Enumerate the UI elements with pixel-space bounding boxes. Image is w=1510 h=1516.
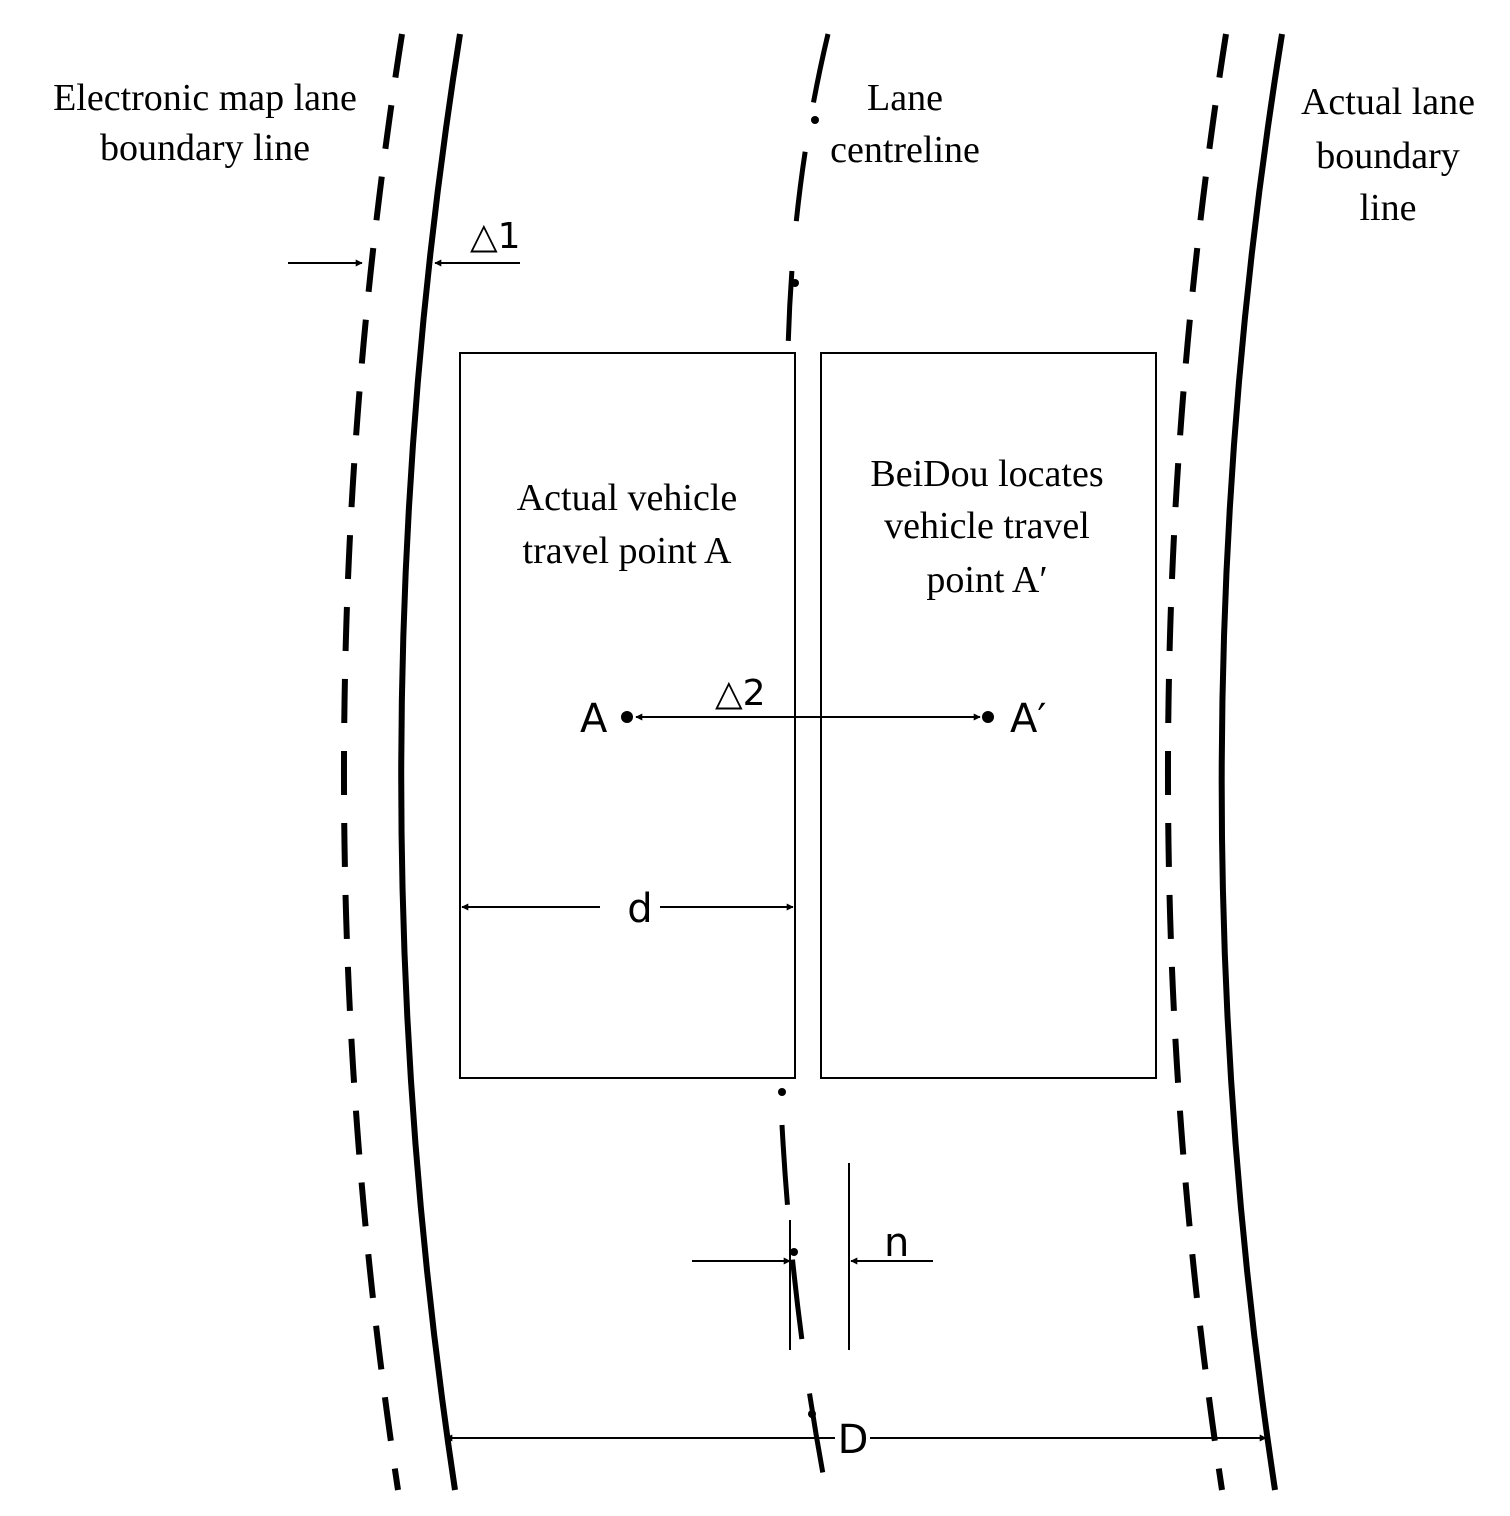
left-map-boundary-dashed-line (340, 33, 405, 1491)
n-label: n (884, 1220, 909, 1266)
point-a-prime-label: A′ (1010, 696, 1046, 742)
centreline-dot (808, 1410, 816, 1418)
centreline-dot (811, 116, 819, 124)
delta1-label: △1 (470, 216, 521, 257)
right-actual-boundary-line (1218, 33, 1285, 1491)
point-a-label: A (580, 696, 608, 742)
centreline-dot (790, 1248, 798, 1256)
beidou-label-line2: vehicle travel (884, 505, 1090, 547)
centreline-label-line1: Lane (867, 77, 943, 119)
actual-vehicle-label-line1: Actual vehicle (517, 477, 738, 519)
centreline-dot (791, 279, 799, 287)
actual-boundary-label-line2: boundary (1316, 135, 1460, 177)
map-boundary-label-line1: Electronic map lane (53, 77, 357, 119)
centreline-top-segment (785, 33, 831, 353)
left-actual-boundary-line (398, 33, 463, 1491)
d-label: d (627, 886, 652, 932)
point-a-dot (621, 711, 633, 723)
actual-boundary-label-line3: line (1360, 187, 1417, 229)
point-a-prime-dot (982, 711, 994, 723)
right-map-boundary-dashed-line (1164, 33, 1229, 1491)
D-label: D (838, 1417, 869, 1463)
beidou-label-line3: point A′ (926, 559, 1047, 601)
centreline-dot (778, 1088, 786, 1096)
beidou-label-line1: BeiDou locates (870, 453, 1103, 495)
delta2-label: △2 (715, 673, 766, 714)
actual-vehicle-label-line2: travel point A (523, 530, 733, 572)
centreline-bottom-segment (779, 1124, 829, 1491)
centreline-label-line2: centreline (830, 129, 980, 171)
actual-boundary-label-line1: Actual lane (1301, 81, 1475, 123)
map-boundary-label-line2: boundary line (100, 127, 310, 169)
